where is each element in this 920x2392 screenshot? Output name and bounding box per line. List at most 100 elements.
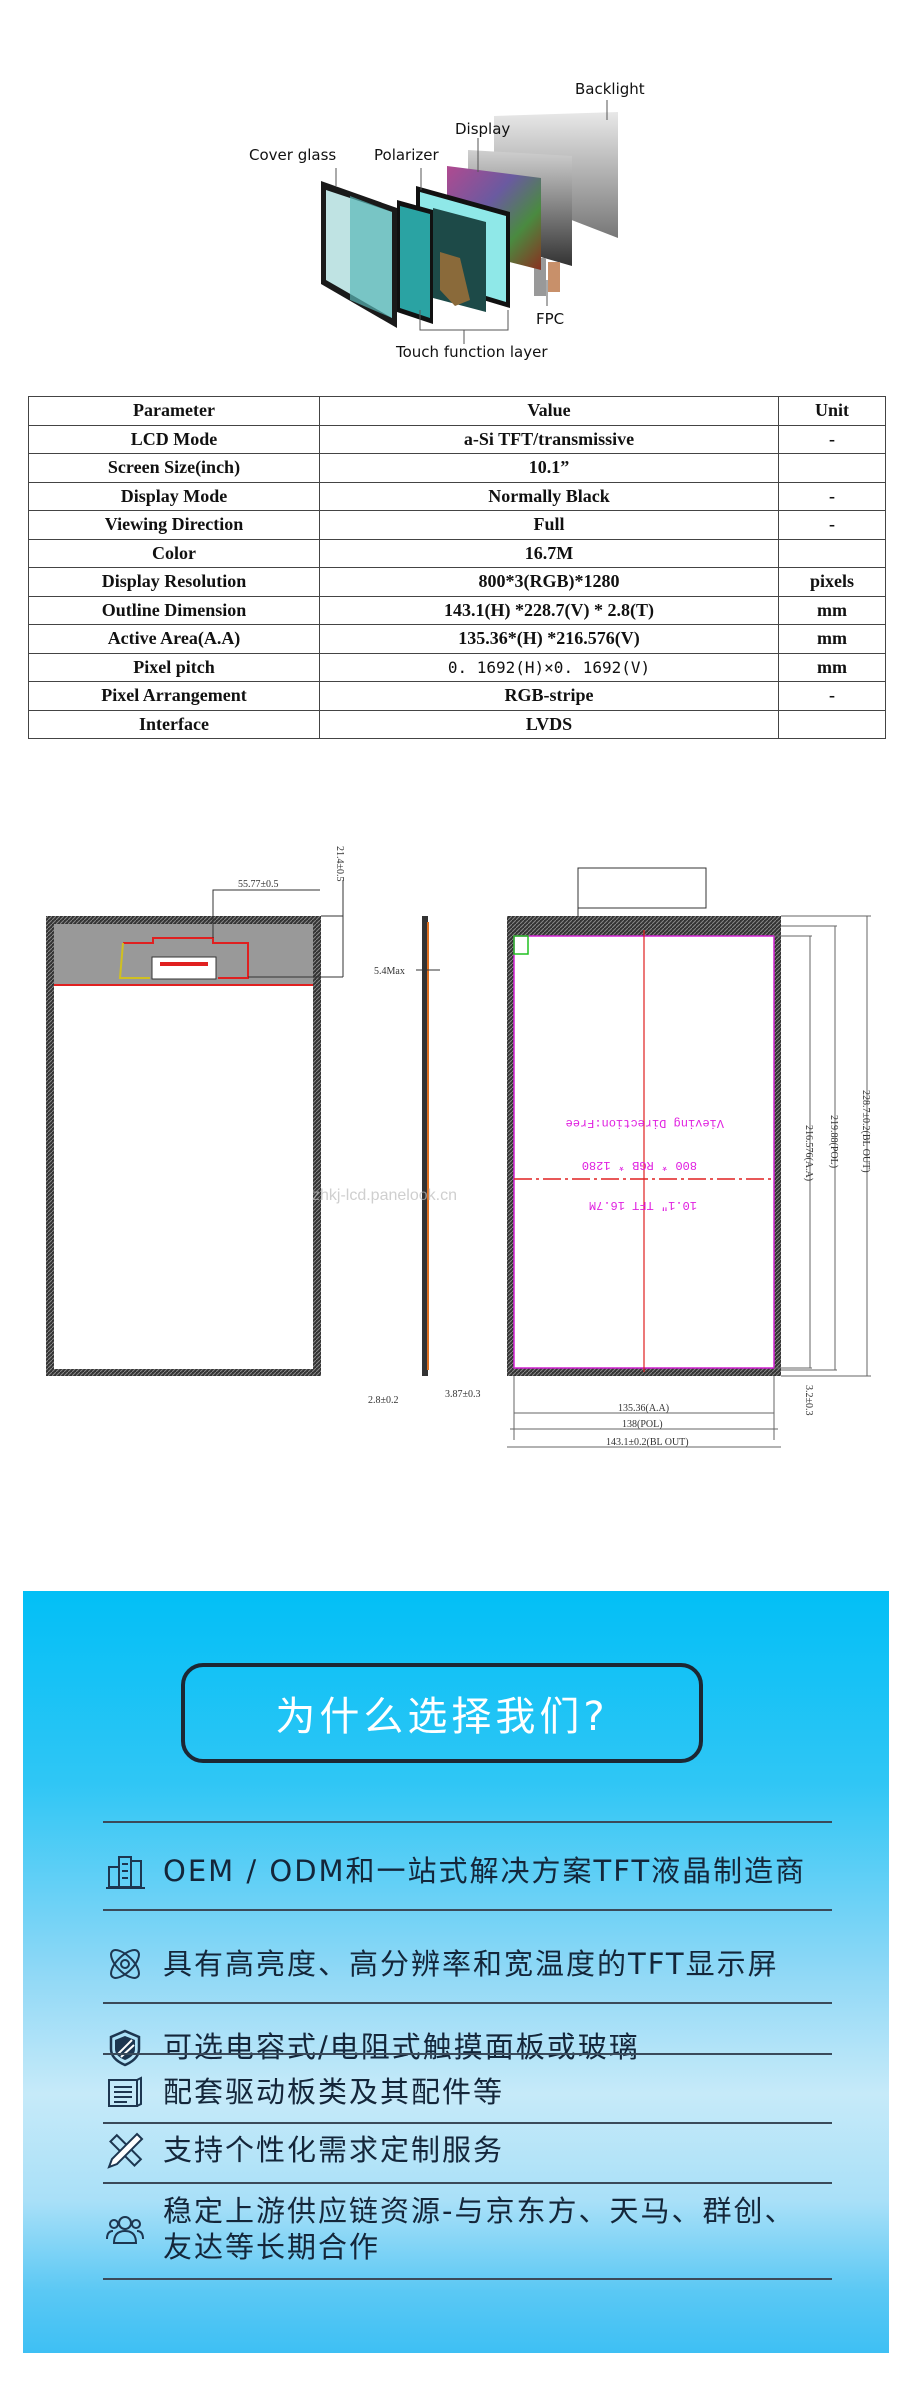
value: Normally Black: [319, 481, 779, 511]
dim-outline-width: 143.1±0.2(BL OUT): [606, 1437, 689, 1448]
unit: mm: [778, 624, 886, 654]
atom-icon: [103, 1942, 147, 1986]
lcd-exploded-view: Backlight Display Cover glass Polarizer …: [249, 80, 645, 361]
unit: [778, 709, 886, 739]
divider: [103, 1821, 832, 1823]
divider: [103, 2053, 832, 2055]
why-choose-us-section: 为什么选择我们? OEM / ODM和一站式解决方案TFT液晶制造商 具有高亮度…: [23, 1591, 889, 2353]
divider: [103, 1909, 832, 1911]
unit: -: [778, 681, 886, 711]
label-backlight: Backlight: [575, 80, 645, 98]
label-polarizer: Polarizer: [374, 146, 439, 164]
divider: [103, 2122, 832, 2124]
item-text: 稳定上游供应链资源-与京东方、天马、群创、友达等长期合作: [163, 2194, 796, 2264]
value: 10.1”: [319, 453, 779, 483]
pencil-ruler-icon: [103, 2128, 147, 2172]
param: Pixel pitch: [28, 652, 320, 682]
dim-pol-height: 219.88(POL): [828, 1115, 839, 1168]
param: Color: [28, 538, 320, 568]
item-text: 可选电容式/电阻式触摸面板或玻璃: [163, 2030, 640, 2064]
why-title: 为什么选择我们?: [275, 1694, 609, 1740]
item-text: 支持个性化需求定制服务: [163, 2133, 505, 2167]
header-unit: Unit: [778, 396, 886, 426]
why-title-box: 为什么选择我们?: [181, 1663, 703, 1763]
param: Pixel Arrangement: [28, 681, 320, 711]
label-cover-glass: Cover glass: [249, 146, 336, 164]
dim-max-thickness: 5.4Max: [374, 966, 405, 977]
dim-bottom-offset: 3.2±0.3: [803, 1385, 814, 1416]
label-fpc: FPC: [536, 310, 564, 328]
param: LCD Mode: [28, 424, 320, 454]
viewing-direction-note: Vieving Direction:Free: [566, 1116, 724, 1130]
value: 143.1(H) *228.7(V) * 2.8(T): [319, 595, 779, 625]
item-text: 配套驱动板类及其配件等: [163, 2075, 505, 2109]
label-display: Display: [455, 120, 510, 138]
param: Outline Dimension: [28, 595, 320, 625]
list-item: 支持个性化需求定制服务: [103, 2127, 863, 2173]
list-item: 具有高亮度、高分辨率和宽温度的TFT显示屏: [103, 1929, 863, 1999]
param: Display Resolution: [28, 567, 320, 597]
dim-aa-height: 216.576(A.A): [803, 1125, 814, 1181]
touch-sensor-layer: [433, 208, 486, 312]
list-item: 稳定上游供应链资源-与京东方、天马、群创、友达等长期合作: [103, 2189, 863, 2269]
item-text: OEM / ODM和一站式解决方案TFT液晶制造商: [163, 1854, 807, 1888]
mechanical-drawing: 55.77±0.5 21.4±0.5 5.4Max 2.8±0.2 3.87±0…: [46, 846, 871, 1448]
value: RGB-stripe: [319, 681, 779, 711]
divider: [103, 2002, 832, 2004]
divider: [103, 2278, 832, 2280]
watermark: zhkj-lcd.panelook.cn: [312, 1187, 457, 1204]
building-icon: [103, 1849, 147, 1893]
teal-layer: [397, 200, 433, 324]
unit: mm: [778, 595, 886, 625]
param: Screen Size(inch): [28, 453, 320, 483]
resolution-note: 800 * RGB * 1280: [582, 1158, 697, 1172]
param: Interface: [28, 709, 320, 739]
unit: -: [778, 424, 886, 454]
unit: pixels: [778, 567, 886, 597]
value: Full: [319, 510, 779, 540]
dim-pol-width: 138(POL): [622, 1419, 663, 1430]
front-view: 55.77±0.5 21.4±0.5: [46, 846, 345, 1376]
dim-fpc-length: 21.4±0.5: [334, 846, 345, 882]
unit: -: [778, 481, 886, 511]
list-item: 配套驱动板类及其配件等: [103, 2067, 863, 2117]
param: Viewing Direction: [28, 510, 320, 540]
list-item: 可选电容式/电阻式触摸面板或玻璃: [103, 2016, 863, 2078]
shield-icon: [103, 2025, 147, 2069]
value: 800*3(RGB)*1280: [319, 567, 779, 597]
dim-outline-height: 228.7±0.2(BL OUT): [860, 1090, 871, 1173]
unit: [778, 538, 886, 568]
value: LVDS: [319, 709, 779, 739]
document-icon: [103, 2070, 147, 2114]
unit: [778, 453, 886, 483]
item-text: 具有高亮度、高分辨率和宽温度的TFT显示屏: [163, 1947, 779, 1981]
type-note: 10.1" TFT 16.7M: [589, 1198, 697, 1212]
param: Active Area(A.A): [28, 624, 320, 654]
table-row: Active Area(A.A)135.36*(H) *216.576(V)mm: [28, 624, 886, 654]
rear-view: Vieving Direction:Free 800 * RGB * 1280 …: [507, 867, 871, 1448]
table-row: Screen Size(inch)10.1”: [28, 453, 886, 483]
divider: [103, 2182, 832, 2184]
dim-side-offset: 3.87±0.3: [445, 1389, 481, 1400]
users-icon: [103, 2207, 147, 2251]
param: Display Mode: [28, 481, 320, 511]
header-value: Value: [319, 396, 779, 426]
list-item: OEM / ODM和一站式解决方案TFT液晶制造商: [103, 1841, 863, 1901]
dim-aa-width: 135.36(A.A): [618, 1403, 669, 1414]
header-parameter: Parameter: [28, 396, 320, 426]
cover-glass-layer: [321, 181, 397, 328]
label-touch-function-layer: Touch function layer: [395, 343, 548, 361]
side-view: 5.4Max 2.8±0.2 3.87±0.3: [368, 916, 481, 1406]
dim-thickness: 2.8±0.2: [368, 1395, 399, 1406]
value: 0. 1692(H)×0. 1692(V): [319, 652, 779, 682]
